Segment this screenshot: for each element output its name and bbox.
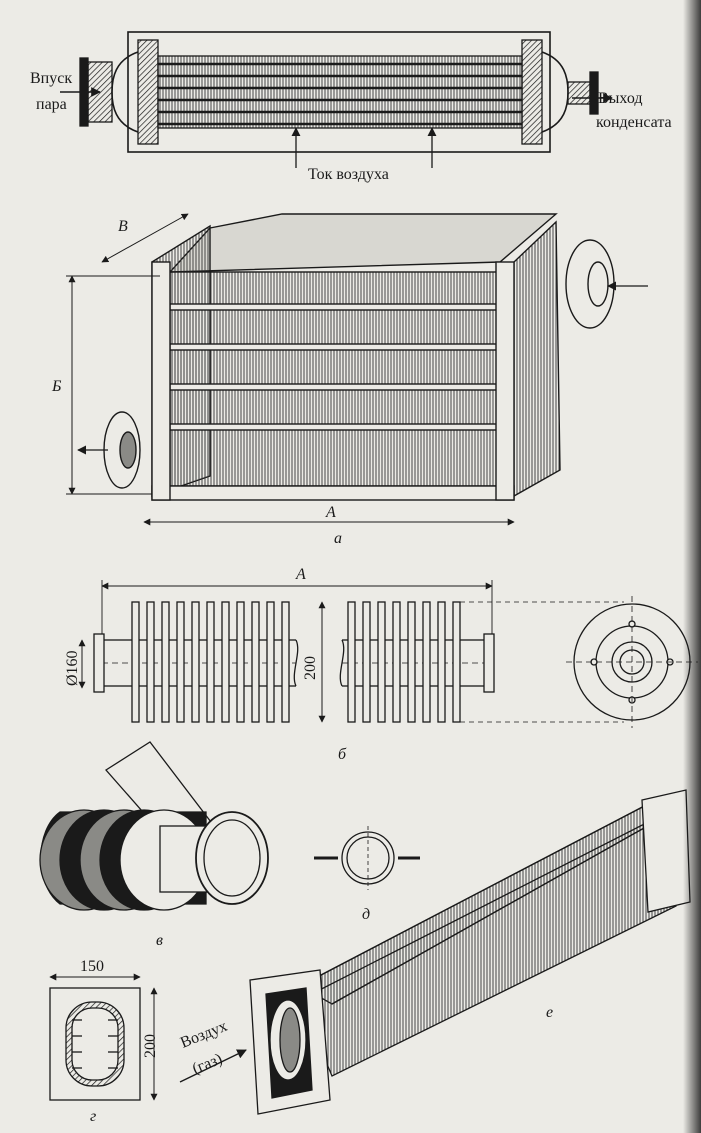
sublabel-b: б	[338, 746, 347, 763]
condensate-outlet-label-1: Выход	[598, 90, 643, 107]
dimension-V: В	[118, 218, 128, 235]
sublabel-v: в	[156, 932, 163, 949]
dimension-rib-width: 150	[80, 958, 104, 975]
pinned-duct-view	[179, 789, 691, 1115]
steam-inlet-label-2: пара	[36, 96, 67, 113]
air-flow-label: Ток воздуха	[308, 166, 389, 183]
finned-section-view	[314, 826, 420, 890]
dimension-A-top: А	[326, 504, 336, 521]
dimension-diameter: Ø160	[64, 650, 81, 686]
sublabel-d: д	[362, 906, 371, 923]
page-edge-shadow	[683, 0, 701, 1133]
steam-inlet-label-1: Впуск	[30, 70, 73, 87]
dimension-B: Б	[52, 378, 62, 395]
condensate-outlet-label-2: конденсата	[596, 114, 672, 131]
oval-rib-view	[49, 973, 158, 1101]
spiral-tube-view	[39, 741, 269, 911]
isometric-view	[66, 213, 648, 526]
sublabel-e: е	[546, 1004, 554, 1021]
sublabel-g: г	[90, 1108, 97, 1125]
dimension-A-fin: А	[296, 566, 306, 583]
section-view	[60, 31, 613, 168]
dimension-rib-height: 200	[142, 1034, 159, 1058]
dimension-fin-height: 200	[302, 656, 319, 680]
sublabel-a: а	[334, 530, 342, 547]
finned-tube-view	[78, 580, 698, 728]
